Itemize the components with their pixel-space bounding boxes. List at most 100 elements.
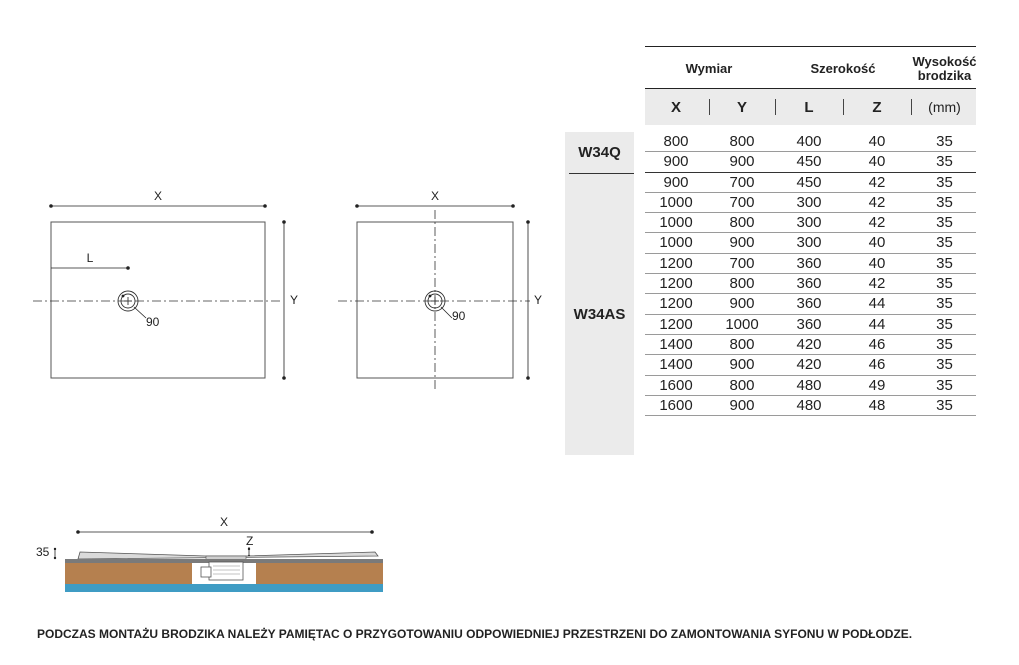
cell-height: 35 [936,376,953,394]
cell-l: 420 [796,356,822,374]
cell-height: 35 [936,356,953,374]
base-layer [65,584,383,592]
cell-z: 42 [868,173,886,191]
cell-x: 800 [663,133,689,150]
cell-x: 1400 [659,356,693,374]
cell-y: 800 [729,335,755,353]
cell-l: 360 [796,315,822,333]
cell-height: 35 [936,193,953,211]
cell-x: 1200 [659,295,693,313]
cell-height: 35 [936,335,953,353]
cell-l: 360 [796,254,822,272]
cell-y: 1000 [725,315,759,333]
cell-y: 900 [729,153,755,171]
cell-height: 35 [936,234,953,252]
cell-z: 40 [868,153,886,171]
cell-y: 700 [729,173,755,191]
cell-x: 1000 [659,193,693,211]
cell-height: 35 [936,153,953,171]
cell-y: 800 [729,214,755,232]
cell-height: 35 [936,133,953,150]
cell-z: 40 [868,254,886,272]
cell-height: 35 [936,396,953,414]
cell-x: 1400 [659,335,693,353]
installation-note: PODCZAS MONTAŻU BRODZIKA NALEŻY PAMIĘTAC… [37,627,913,641]
rect-tray-outline [50,221,266,379]
square-x-label: X [431,189,439,203]
cell-y: 900 [729,295,755,313]
table-row: 1600 800 480 49 35 [645,376,976,396]
group-label-w34as: W34AS [573,305,626,323]
cell-z: 42 [868,193,886,211]
floor-layer-left [65,563,192,584]
cell-z: 40 [868,133,886,150]
cell-z: 49 [868,376,886,394]
cell-l: 480 [796,396,822,414]
cell-y: 700 [729,193,755,211]
cell-z: 42 [868,275,886,293]
table-header: Wymiar Szerokość Wysokość brodzika [645,46,977,89]
cell-y: 900 [729,234,755,252]
table-row: 1000 800 300 42 35 [645,213,976,234]
rect-drain-label: 90 [146,315,160,329]
cell-y: 900 [729,356,755,374]
cell-l: 450 [796,173,822,191]
drain-icon [117,290,147,319]
table-subheader: X Y L Z (mm) [645,89,976,125]
cell-z: 44 [868,295,886,313]
cell-z: 42 [868,214,886,232]
cell-x: 1600 [659,376,693,394]
table-row: 1000 700 300 42 35 [645,193,976,214]
subheader-x: X [670,98,681,116]
cell-l: 450 [796,153,822,171]
cell-z: 46 [868,356,886,374]
square-y-label: Y [534,293,542,307]
cell-y: 700 [729,254,755,272]
rect-x-label: X [154,189,162,203]
group-column: W34Q W34AS [565,132,634,455]
cell-height: 35 [936,275,953,293]
cell-l: 300 [796,193,822,211]
cell-x: 1000 [659,214,693,232]
subheader-y: Y [736,98,747,116]
cell-l: 300 [796,234,822,252]
section-x-label: X [220,515,228,529]
cell-z: 40 [868,234,886,252]
floor-layer-right [256,563,383,584]
cell-z: 44 [868,315,886,333]
cell-z: 46 [868,335,886,353]
subheader-z: Z [872,98,882,116]
header-szerokosc: Szerokość [810,60,876,76]
cell-l: 480 [796,376,822,394]
section-z-label: Z [246,534,253,548]
group-label-w34q: W34Q [578,143,621,161]
table-row: 1400 800 420 46 35 [645,335,976,356]
cell-x: 1200 [659,275,693,293]
table-row: 900 900 450 40 35 [645,152,976,173]
cell-height: 35 [936,254,953,272]
table-row: 1400 900 420 46 35 [645,355,976,376]
header-wymiar: Wymiar [685,60,733,76]
header-wysokosc: Wysokość brodzika [912,53,977,83]
cell-height: 35 [936,214,953,232]
rect-y-label: Y [290,293,298,307]
cell-height: 35 [936,173,953,191]
drain-icon [424,290,453,319]
cell-l: 420 [796,335,822,353]
cell-l: 300 [796,214,822,232]
cell-x: 900 [663,153,689,171]
cell-y: 800 [729,376,755,394]
subheader-unit: (mm) [928,99,961,115]
